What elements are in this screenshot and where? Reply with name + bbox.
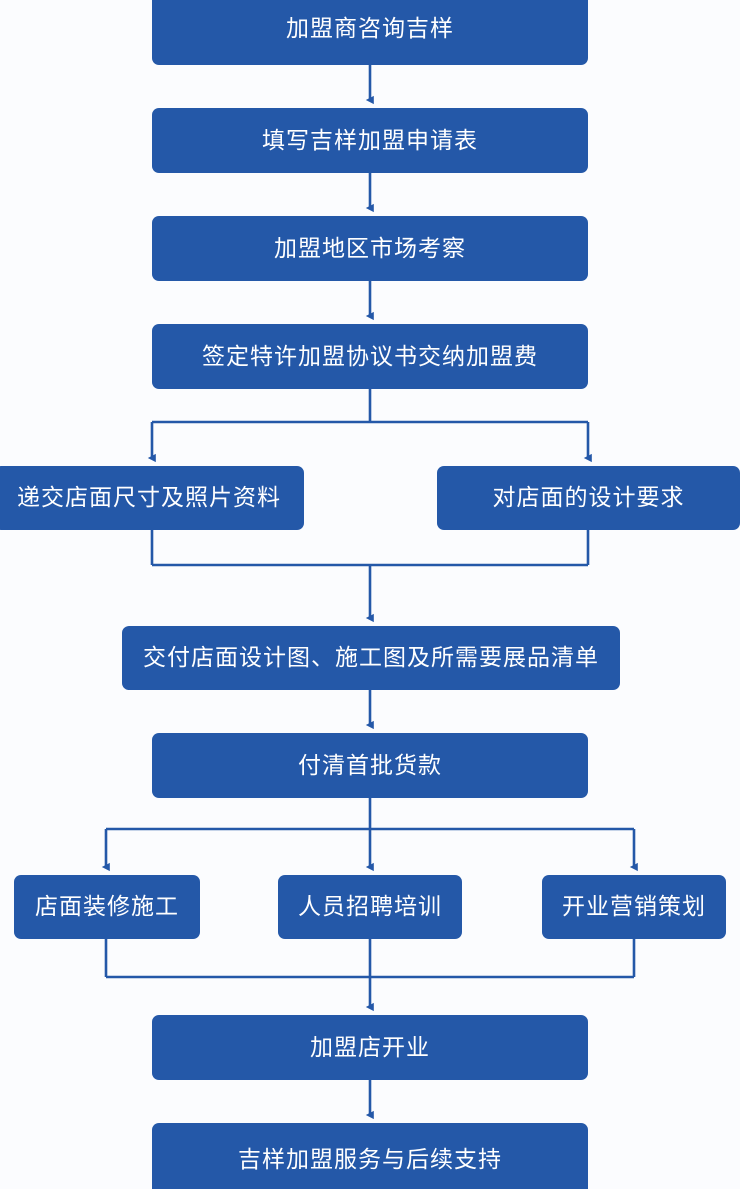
flow-node-9-label: 店面装修施工 bbox=[35, 893, 179, 920]
flow-node-7-label: 交付店面设计图、施工图及所需要展品清单 bbox=[143, 644, 599, 671]
flow-node-8-label: 付清首批货款 bbox=[298, 751, 442, 778]
flow-node-8[interactable]: 付清首批货款 bbox=[152, 733, 588, 798]
flow-node-9[interactable]: 店面装修施工 bbox=[14, 875, 200, 939]
flow-node-4-label: 签定特许加盟协议书交纳加盟费 bbox=[202, 342, 538, 369]
flow-node-12[interactable]: 加盟店开业 bbox=[152, 1015, 588, 1080]
flow-node-10-label: 人员招聘培训 bbox=[298, 893, 442, 920]
flow-node-2-label: 填写吉样加盟申请表 bbox=[262, 126, 478, 153]
flow-node-5-label: 递交店面尺寸及照片资料 bbox=[17, 484, 281, 511]
flow-node-4[interactable]: 签定特许加盟协议书交纳加盟费 bbox=[152, 324, 588, 389]
flow-node-2[interactable]: 填写吉样加盟申请表 bbox=[152, 108, 588, 173]
flow-node-3[interactable]: 加盟地区市场考察 bbox=[152, 216, 588, 281]
connector-merge-bar-2 bbox=[104, 939, 636, 979]
flow-node-7[interactable]: 交付店面设计图、施工图及所需要展品清单 bbox=[122, 626, 620, 690]
flow-node-13-label: 吉样加盟服务与后续支持 bbox=[238, 1146, 502, 1173]
flow-node-1[interactable]: 加盟商咨询吉样 bbox=[152, 0, 588, 65]
flow-node-12-label: 加盟店开业 bbox=[310, 1033, 430, 1060]
flow-node-10[interactable]: 人员招聘培训 bbox=[278, 875, 462, 939]
flow-node-13[interactable]: 吉样加盟服务与后续支持 bbox=[152, 1123, 588, 1189]
flow-node-11-label: 开业营销策划 bbox=[562, 893, 706, 920]
flow-node-5[interactable]: 递交店面尺寸及照片资料 bbox=[0, 466, 304, 530]
flow-node-6-label: 对店面的设计要求 bbox=[492, 484, 685, 511]
flow-node-6[interactable]: 对店面的设计要求 bbox=[437, 466, 740, 530]
flow-node-1-label: 加盟商咨询吉样 bbox=[286, 14, 454, 41]
flow-node-3-label: 加盟地区市场考察 bbox=[274, 234, 466, 261]
connector-n8-splitbar bbox=[106, 798, 634, 831]
connector-merge-bar-1 bbox=[150, 530, 590, 567]
connector-n4-splitbar bbox=[152, 389, 588, 424]
flow-node-11[interactable]: 开业营销策划 bbox=[542, 875, 726, 939]
